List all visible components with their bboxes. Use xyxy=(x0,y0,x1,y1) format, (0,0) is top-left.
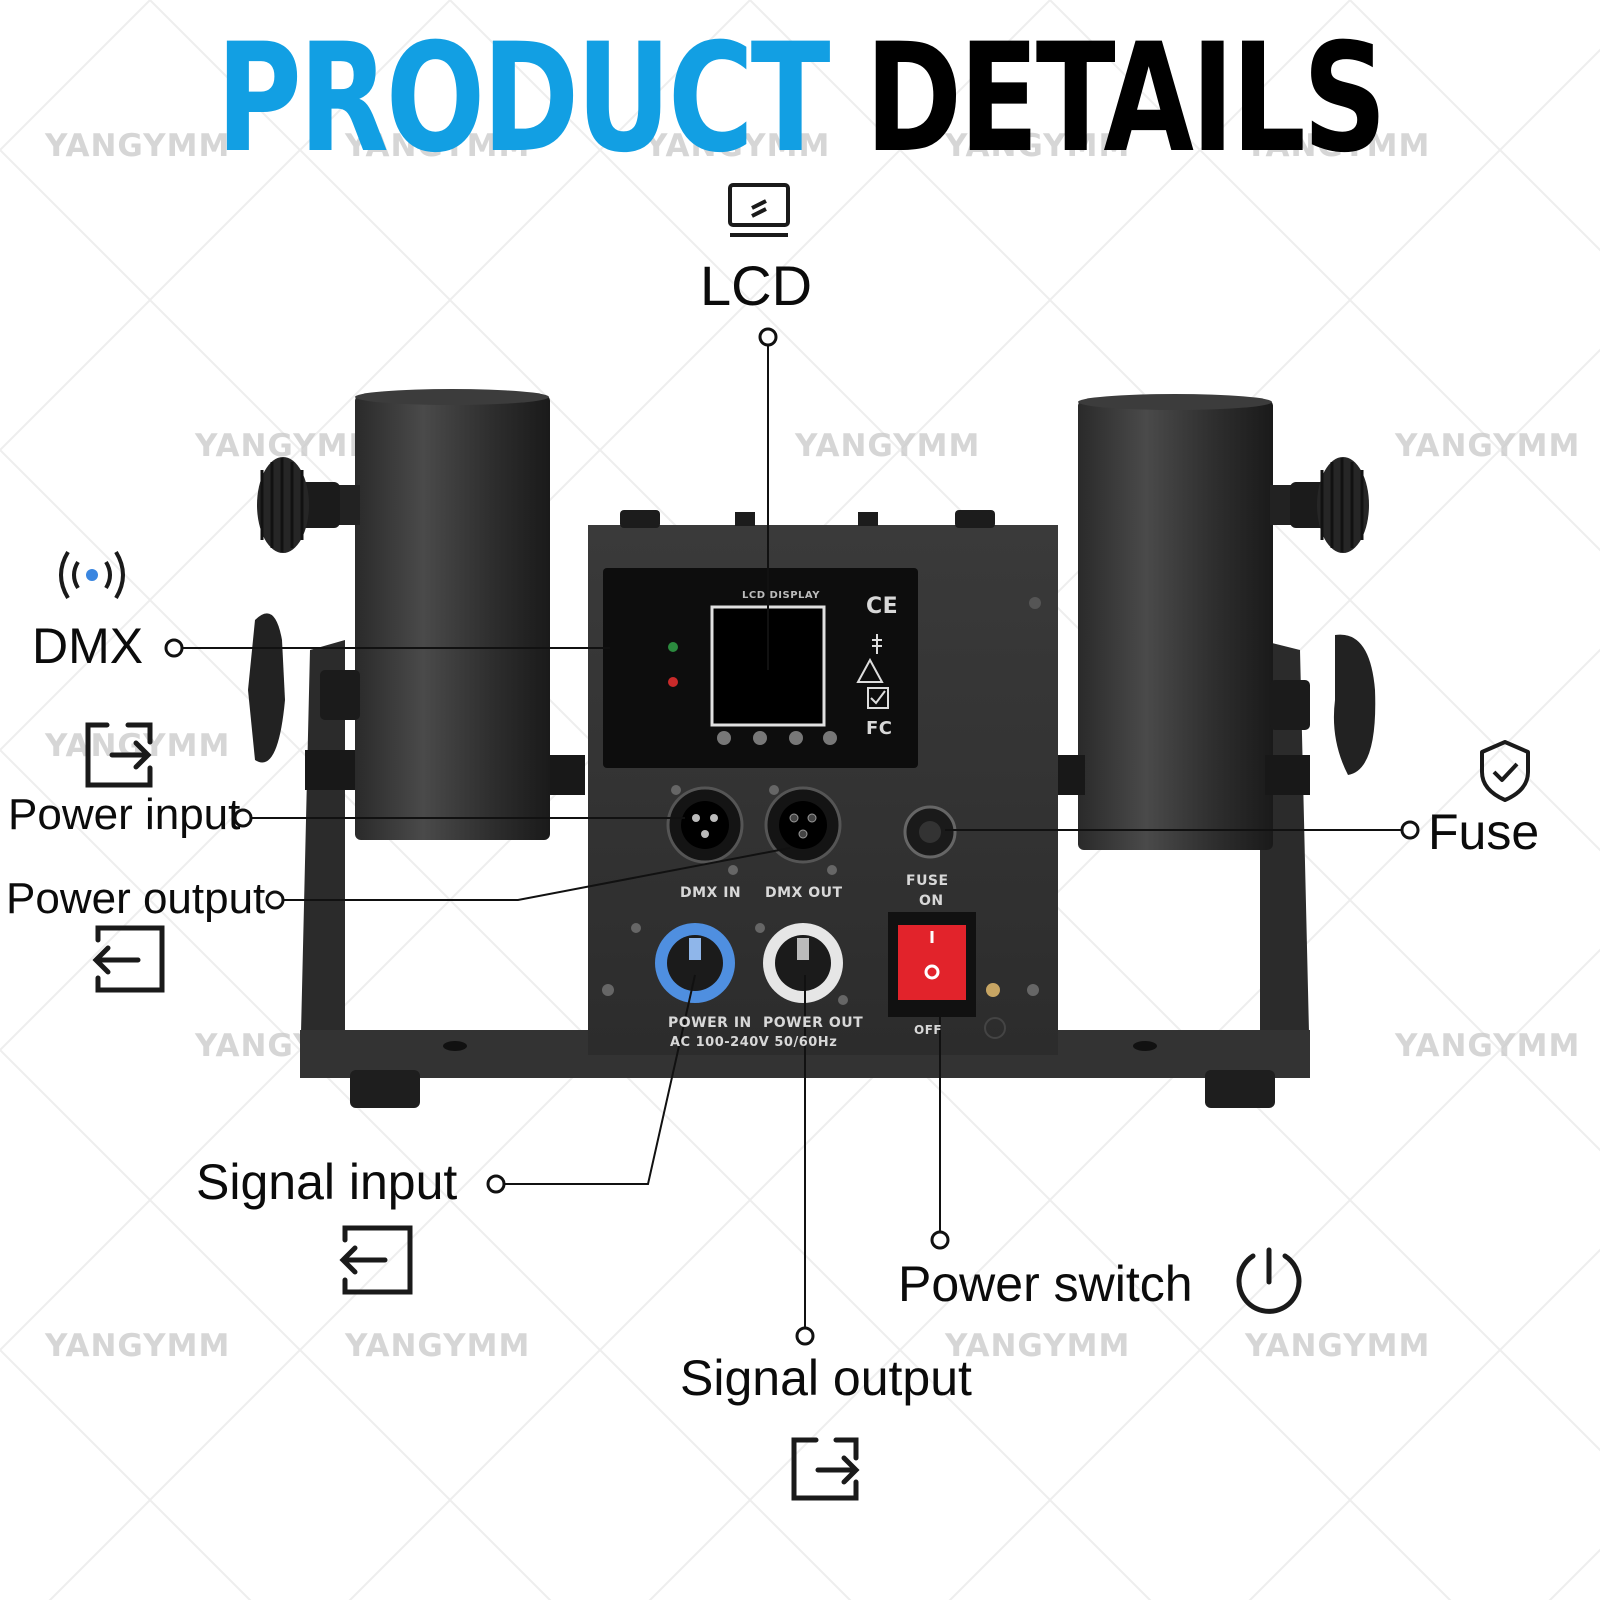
title-part-product: PRODUCT xyxy=(216,12,830,186)
signal-output-label: Signal output xyxy=(680,1350,972,1406)
fuse-label: Fuse xyxy=(1428,804,1540,860)
watermark: YANGYMM xyxy=(345,128,531,164)
power-output-label: Power output xyxy=(6,874,266,923)
status-led-red xyxy=(668,677,678,687)
watermark: YANGYMM xyxy=(45,128,231,164)
control-box xyxy=(588,510,1058,1055)
callout-lines xyxy=(183,345,1402,1328)
watermark: YANGYMM xyxy=(945,1328,1131,1364)
rubber-foot xyxy=(350,1070,420,1108)
watermark: YANGYMM xyxy=(1395,428,1581,464)
watermark: YANGYMM xyxy=(1245,1328,1431,1364)
title-part-details: DETAILS xyxy=(865,12,1387,186)
off-caption: OFF xyxy=(914,1023,943,1037)
power-input-label: Power input xyxy=(8,790,241,839)
dmx-in-caption: DMX IN xyxy=(680,885,742,901)
signal-input-label: Signal input xyxy=(196,1154,458,1210)
left-jet-cylinder xyxy=(248,389,585,840)
watermark: YANGYMM xyxy=(645,128,831,164)
power-switch-label: Power switch xyxy=(898,1256,1193,1312)
dmx-label: DMX xyxy=(32,618,144,674)
lcd-label: LCD xyxy=(700,254,813,317)
watermark: YANGYMM xyxy=(945,128,1131,164)
page-title: PRODUCT DETAILS xyxy=(176,14,1424,184)
power-in-caption: POWER IN xyxy=(668,1015,752,1031)
ce-mark: CE xyxy=(866,594,899,619)
callout-dots xyxy=(164,327,1420,1346)
right-jet-cylinder xyxy=(1050,394,1376,850)
power-out-caption: POWER OUT xyxy=(763,1015,864,1031)
rubber-foot xyxy=(1205,1070,1275,1108)
fc-mark: FC xyxy=(866,718,893,739)
watermark: YANGYMM xyxy=(1395,1028,1581,1064)
on-caption: ON xyxy=(919,893,944,909)
fuse-caption: FUSE xyxy=(906,873,949,889)
watermark: YANGYMM xyxy=(345,1328,531,1364)
lcd-display-caption: LCD DISPLAY xyxy=(742,590,820,601)
watermark: YANGYMM xyxy=(45,1328,231,1364)
watermark: YANGYMM xyxy=(1245,128,1431,164)
voltage-caption: AC 100-240V 50/60Hz xyxy=(670,1035,838,1050)
watermark: YANGYMM xyxy=(795,428,981,464)
dmx-out-caption: DMX OUT xyxy=(765,885,843,901)
status-led-green xyxy=(668,642,678,652)
